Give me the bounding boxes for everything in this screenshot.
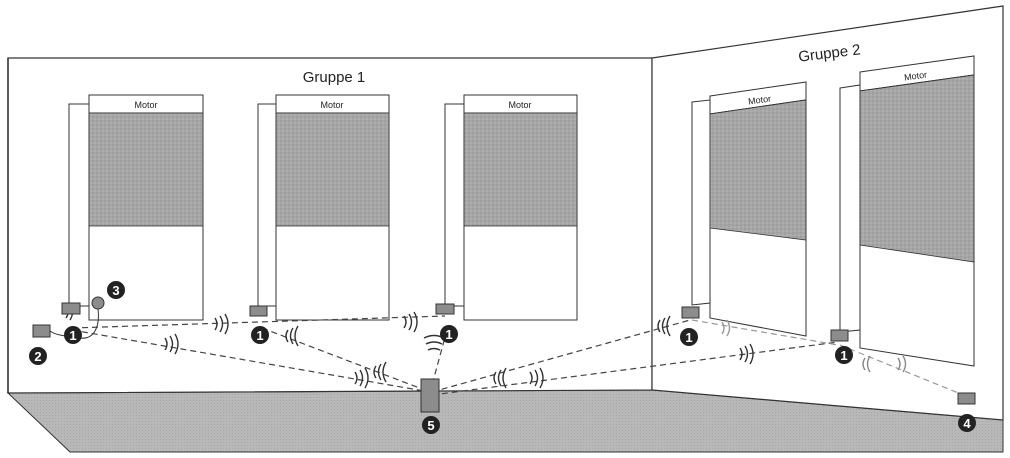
remote-sender [957,392,976,405]
receiver-1b [249,305,268,317]
blind-4: Motor [691,81,807,337]
receiver-1d [681,306,700,319]
blind-fabric [88,112,204,227]
central-transmitter [420,378,440,413]
marker-4: 4 [963,416,971,431]
devices [32,296,976,413]
receiver-1a [61,302,81,315]
motor-label: Motor [903,69,927,82]
motor-label: Motor [508,100,531,110]
blind-fabric [275,112,390,227]
blind-fabric [709,99,807,241]
blind-fabric [463,112,578,227]
marker-1: 1 [256,328,263,343]
receiver-1c [435,303,455,315]
blind-1: Motor [68,94,204,321]
blind-2: Motor [257,94,390,321]
motor-label: Motor [747,93,771,106]
motor-label: Motor [320,100,343,110]
marker-badges: 1 1 1 1 1 2 3 4 5 [29,281,976,434]
marker-1: 1 [840,348,847,363]
receiver-1e [830,329,849,342]
radio-links [71,315,967,397]
blind-3: Motor [444,94,578,321]
marker-3: 3 [112,283,119,298]
marker-2: 2 [34,349,41,364]
blind-5: Motor [839,55,975,367]
blind-fabric [859,74,975,263]
marker-1: 1 [445,327,452,342]
marker-1: 1 [69,328,76,343]
marker-1: 1 [685,330,692,345]
motor-label: Motor [134,100,157,110]
marker-5: 5 [427,418,434,433]
sensor [91,296,105,310]
group-1-label: Gruppe 1 [303,69,366,86]
wall-switch [32,324,51,338]
